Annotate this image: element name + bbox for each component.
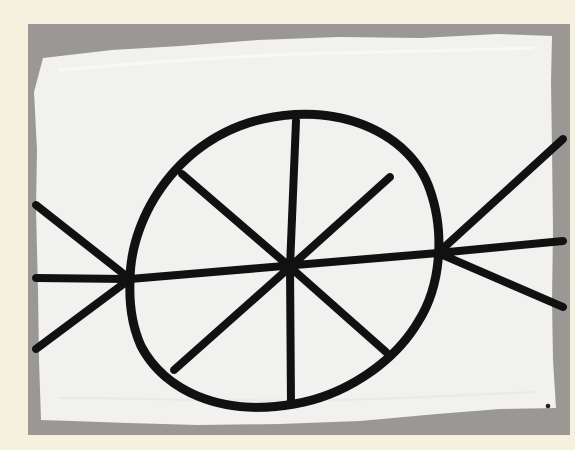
ink-speck [546,404,551,409]
left-middle-line [36,278,130,279]
spoke-down [290,267,291,405]
